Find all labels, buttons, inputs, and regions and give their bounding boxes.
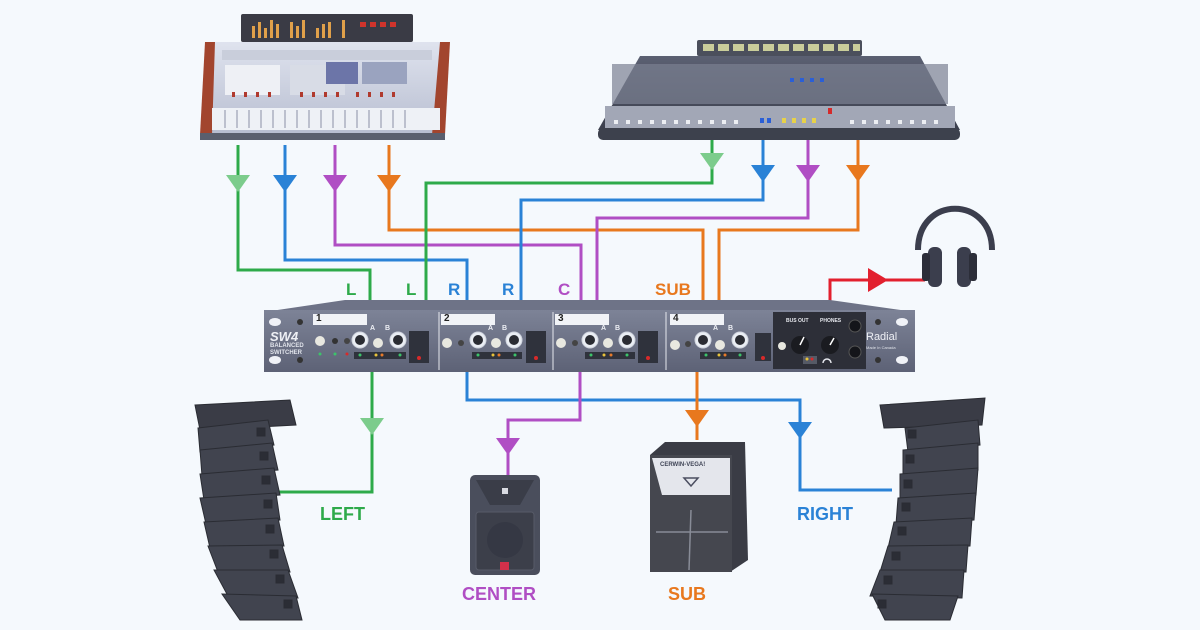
channel-4-a-label: A	[713, 325, 719, 332]
arrow-down-icon	[360, 418, 384, 435]
wire-out-center	[506, 372, 582, 475]
channel-3-b-label: B	[615, 325, 621, 332]
channel-4-b-label: B	[728, 325, 734, 332]
cerwin-vega-logo-icon	[682, 477, 700, 488]
wire-console-a-sub	[387, 145, 705, 300]
channel-number-1: 1	[316, 313, 322, 324]
input-label-sub: SUB	[655, 280, 691, 299]
wire-console-a-center	[333, 145, 583, 300]
master-phones-label: PHONES	[820, 318, 842, 324]
arrow-down-icon	[685, 410, 709, 427]
arrow-down-icon	[700, 153, 724, 170]
right-line-array-speaker	[869, 397, 986, 621]
arrow-down-icon	[751, 165, 775, 182]
output-label-right: RIGHT	[797, 504, 853, 524]
headphone-icon	[822, 358, 832, 364]
input-label-left-b: L	[406, 280, 417, 299]
channel-controls	[442, 331, 546, 363]
console-a	[200, 14, 450, 140]
subwoofer-brand: CERWIN-VEGA!	[660, 462, 706, 468]
arrow-down-icon	[796, 165, 820, 182]
left-line-array-speaker	[194, 399, 303, 621]
switcher-subtitle-2: SWITCHER	[270, 350, 302, 356]
channel-2-a-label: A	[488, 325, 494, 332]
wire-phones	[828, 278, 925, 303]
arrow-right-icon	[868, 268, 888, 292]
arrow-down-icon	[273, 175, 297, 192]
output-label-left: LEFT	[320, 504, 365, 524]
wire-console-a-left	[236, 145, 372, 300]
channel-1-a-label: A	[370, 325, 376, 332]
brand-logo: Radial	[866, 331, 898, 343]
arrow-down-icon	[226, 175, 250, 192]
channel-controls	[556, 331, 658, 363]
channel-number-3: 3	[558, 313, 564, 324]
arrow-down-icon	[788, 422, 812, 439]
input-label-right-a: R	[448, 280, 461, 299]
wire-console-b-sub	[717, 140, 860, 300]
wire-console-b-left	[424, 140, 714, 300]
arrow-down-icon	[846, 165, 870, 182]
arrow-down-icon	[323, 175, 347, 192]
switcher-subtitle-1: BALANCED	[270, 343, 304, 349]
wire-console-a-right	[283, 145, 469, 300]
switcher-sw4	[264, 300, 915, 372]
wire-out-right	[465, 372, 892, 492]
output-label-center: CENTER	[462, 584, 537, 604]
headphones	[915, 205, 995, 287]
channel-number-2: 2	[444, 313, 450, 324]
channel-number-4: 4	[673, 313, 679, 324]
wire-out-left	[275, 372, 374, 494]
input-label-right-b: R	[502, 280, 515, 299]
console-b	[598, 40, 960, 140]
channel-3-a-label: A	[601, 325, 607, 332]
center-speaker	[470, 475, 540, 575]
channel-2-b-label: B	[502, 325, 508, 332]
arrow-down-icon	[377, 175, 401, 192]
channel-controls	[670, 331, 771, 361]
channel-1-b-label: B	[385, 325, 391, 332]
switcher-model: SW4	[270, 329, 299, 344]
made-in-label: Made In Canada	[866, 345, 896, 350]
arrows	[226, 153, 888, 455]
wire-console-b-right	[519, 140, 765, 300]
output-label-sub: SUB	[668, 584, 707, 604]
arrow-down-icon	[496, 438, 520, 455]
input-label-left-a: L	[346, 280, 357, 299]
subwoofer	[650, 442, 748, 572]
master-bus-out-label: BUS OUT	[786, 318, 809, 324]
input-label-center: C	[558, 280, 571, 299]
channel-controls	[315, 331, 429, 363]
